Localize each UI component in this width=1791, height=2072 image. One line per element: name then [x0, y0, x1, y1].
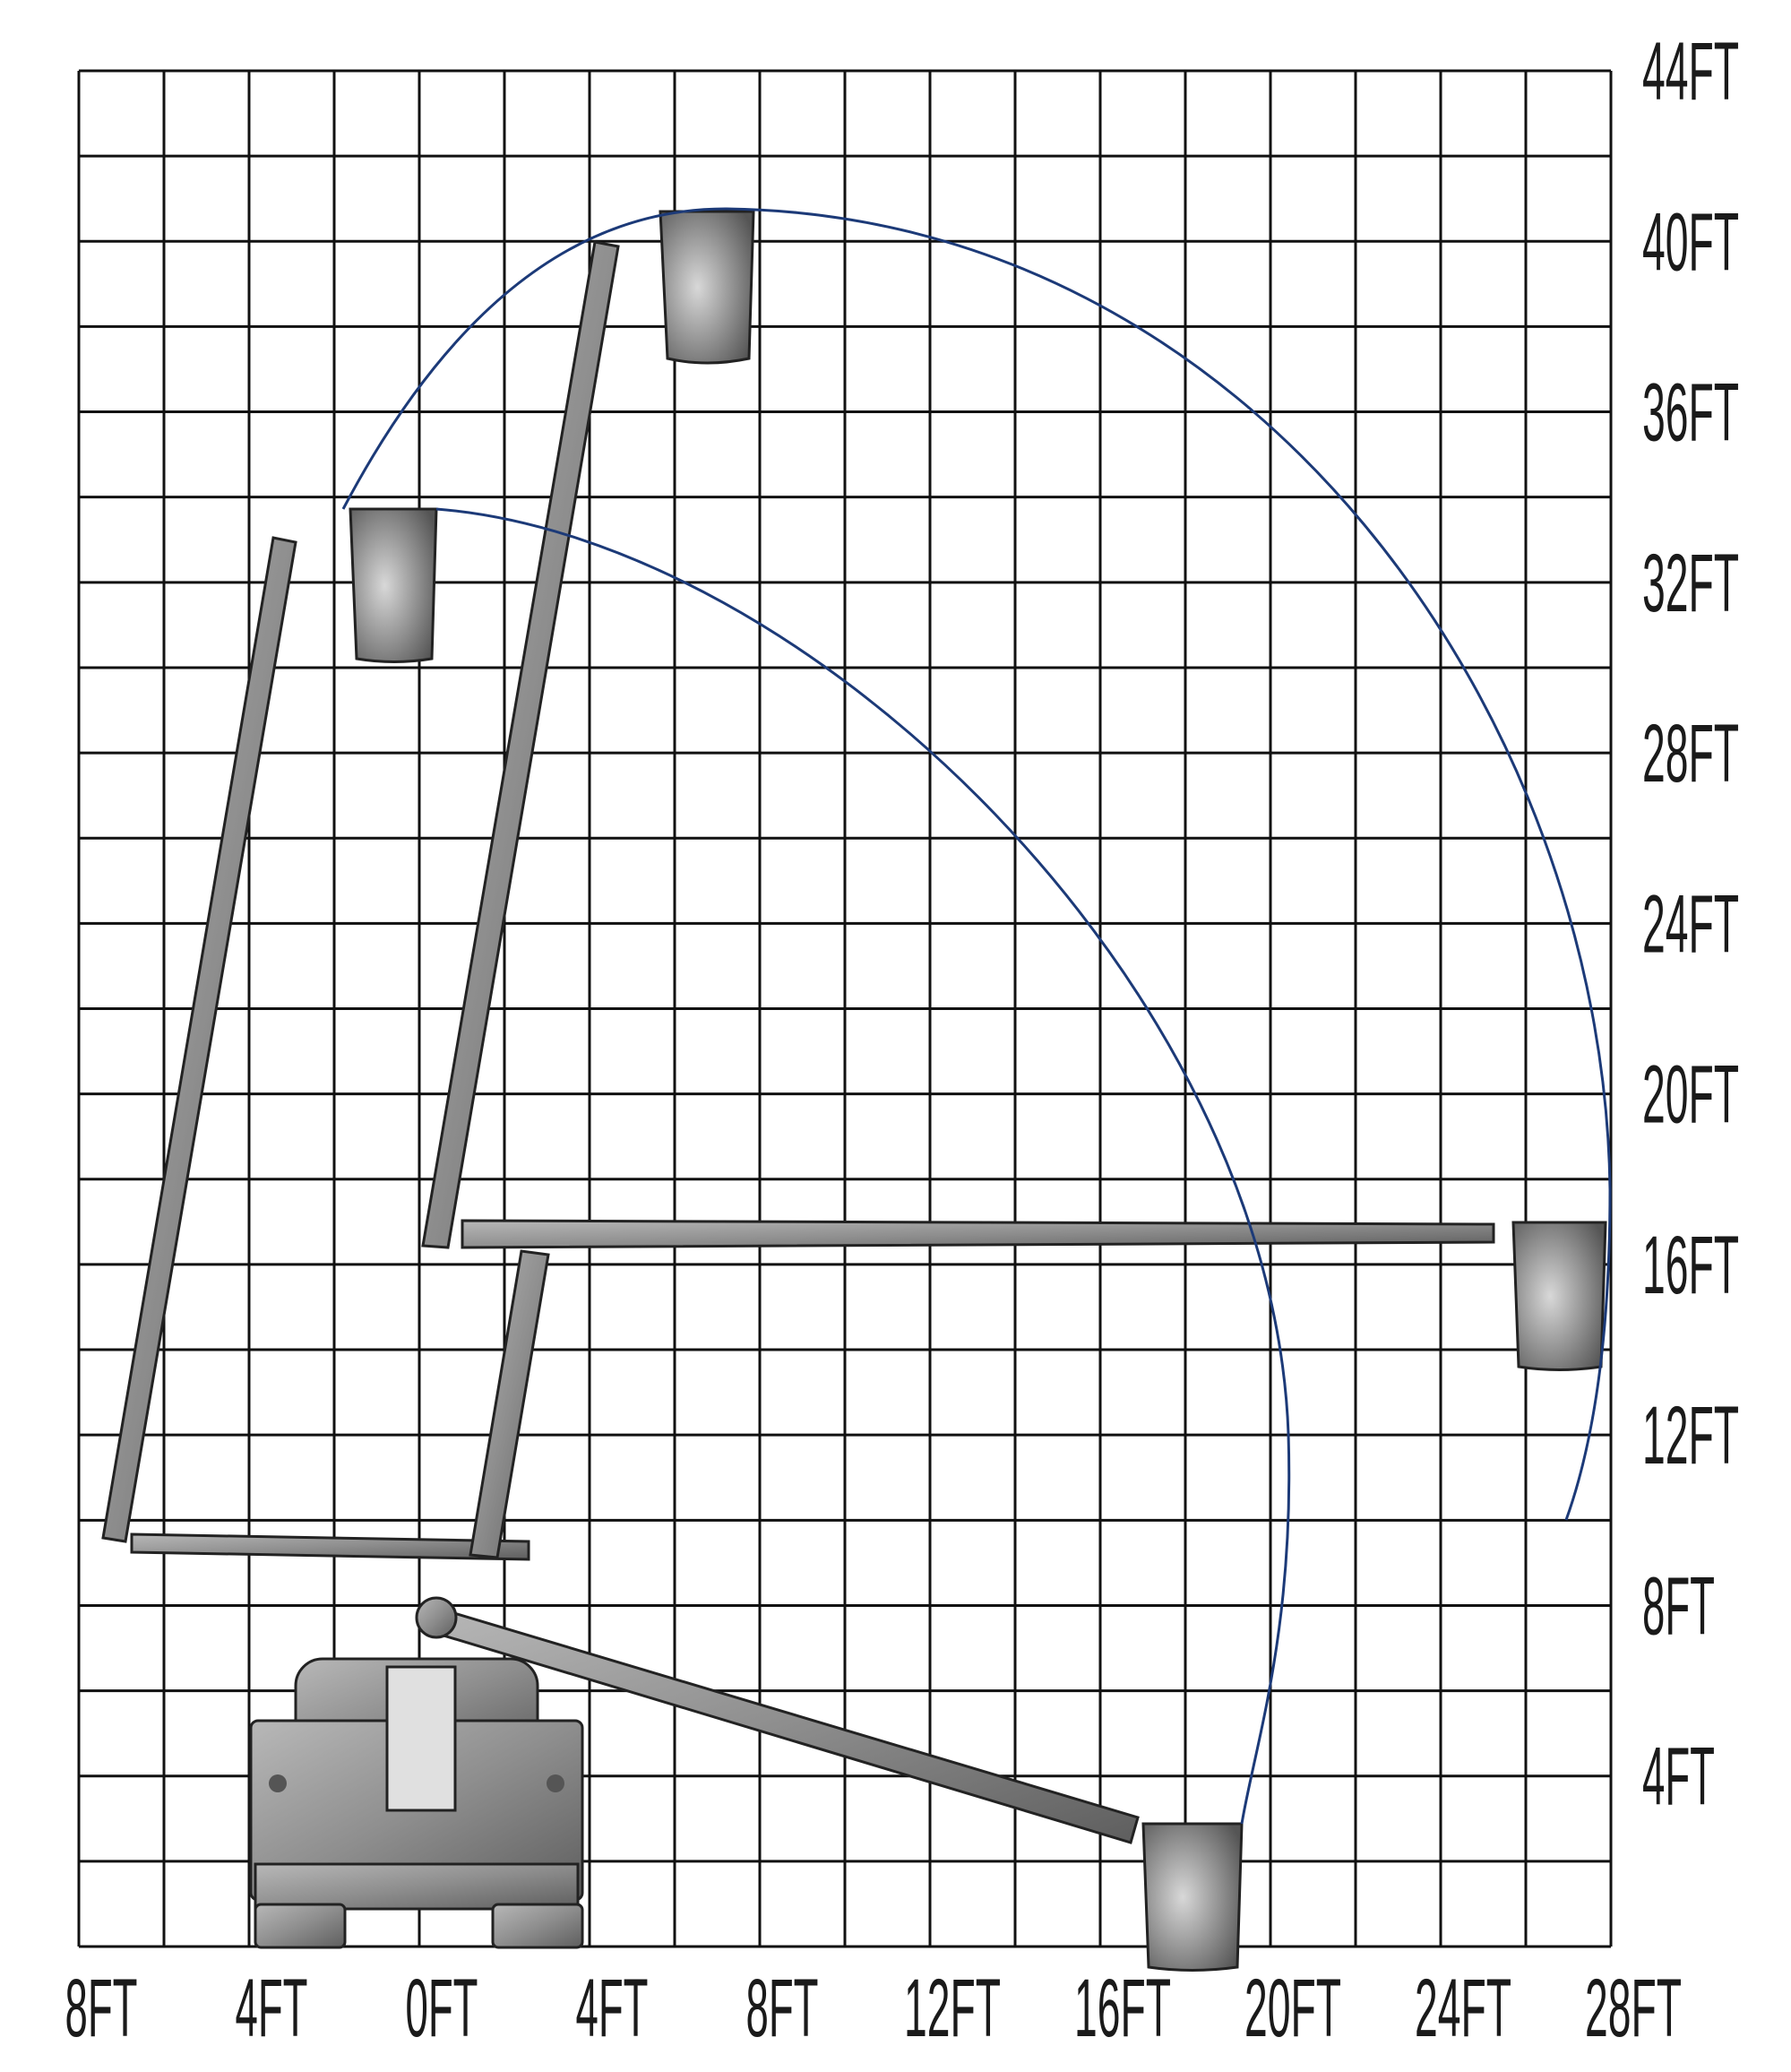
truck-center-column	[385, 1665, 457, 1812]
y-tick-label: 24FT	[1642, 878, 1739, 970]
x-axis-labels: 8FT 4FT 0FT 4FT 8FT 12FT 16FT 20FT 24FT 28FT	[65, 1963, 1683, 2054]
boom-position-high-left	[101, 536, 530, 1561]
bucket-max-reach	[1511, 1221, 1607, 1371]
y-tick-label: 16FT	[1642, 1220, 1739, 1311]
boom-position-below-grade	[415, 1596, 1140, 1844]
x-tick-label: 4FT	[236, 1963, 308, 2054]
x-tick-label: 20FT	[1244, 1963, 1341, 2054]
y-tick-label: 44FT	[1642, 26, 1739, 117]
bucket-high-left	[349, 507, 438, 663]
x-tick-label: 12FT	[904, 1963, 1001, 2054]
y-tick-label: 20FT	[1642, 1049, 1739, 1141]
grid	[77, 69, 1613, 1948]
boom-position-max-height	[421, 240, 620, 1559]
x-tick-label: 0FT	[406, 1963, 478, 2054]
bucket-max-height	[659, 210, 755, 365]
lower-boom	[101, 536, 297, 1543]
horizontal-boom	[461, 1219, 1495, 1249]
y-tick-label: 40FT	[1642, 196, 1739, 288]
x-tick-label: 16FT	[1074, 1963, 1171, 2054]
y-tick-label: 4FT	[1642, 1731, 1715, 1823]
wheel-left	[254, 1903, 347, 1949]
upper-boom	[421, 240, 620, 1249]
wheel-right	[491, 1903, 584, 1949]
y-tick-label: 36FT	[1642, 367, 1739, 459]
inner-reach-curve	[435, 507, 1291, 1825]
y-axis-labels: 44FT 40FT 36FT 32FT 28FT 24FT 20FT 16FT 12FT 8FT 4…	[1642, 26, 1739, 1823]
x-tick-label: 8FT	[746, 1963, 819, 2054]
boom-position-horizontal	[461, 1219, 1495, 1249]
outer-reach-curve	[341, 207, 1612, 1521]
tail-light-left	[269, 1774, 287, 1792]
y-tick-label: 28FT	[1642, 708, 1739, 799]
base-arm	[130, 1532, 530, 1561]
y-tick-label: 32FT	[1642, 538, 1739, 629]
truck	[249, 1657, 584, 1949]
turntable-pivot	[415, 1596, 458, 1639]
riser	[469, 1249, 550, 1559]
truck-bumper	[254, 1862, 580, 1911]
x-tick-label: 24FT	[1415, 1963, 1511, 2054]
bucket-below-grade	[1141, 1822, 1244, 1972]
y-tick-label: 12FT	[1642, 1390, 1739, 1481]
x-tick-label: 28FT	[1585, 1963, 1682, 2054]
y-tick-label: 8FT	[1642, 1560, 1715, 1652]
x-tick-label: 4FT	[576, 1963, 649, 2054]
x-tick-label: 8FT	[65, 1963, 138, 2054]
tail-light-right	[547, 1774, 564, 1792]
